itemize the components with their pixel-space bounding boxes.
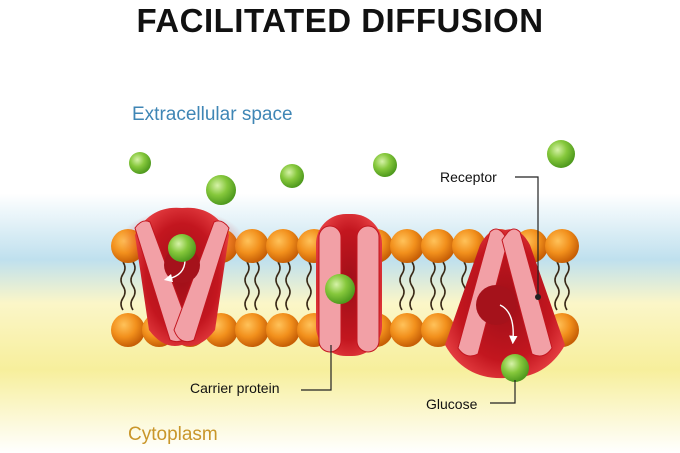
phospholipid-head-icon: [421, 229, 455, 263]
green-molecule-icon: [280, 164, 304, 188]
glucose-leader: [490, 380, 516, 404]
lipid-tail: [120, 261, 126, 311]
lipid-tail: [430, 261, 436, 311]
page-title: FACILITATED DIFFUSION: [136, 2, 544, 39]
phospholipid-head-icon: [266, 313, 300, 347]
channel-protein-right: [445, 228, 565, 379]
phospholipid-head-icon: [111, 313, 145, 347]
phospholipid-head-icon: [390, 313, 424, 347]
phospholipid-head-icon: [545, 229, 579, 263]
lipid-tail: [409, 261, 415, 311]
phospholipid-head-icon: [266, 229, 300, 263]
green-molecule-icon: [547, 140, 575, 168]
extracellular-label: Extracellular space: [132, 104, 293, 125]
phospholipid-head-icon: [390, 229, 424, 263]
lipid-tail: [306, 261, 312, 311]
green-molecule-icon: [373, 153, 397, 177]
green-molecule-icon: [325, 274, 355, 304]
lipid-tail: [564, 261, 570, 311]
green-molecule-icon: [168, 234, 196, 262]
lipid-tail: [285, 261, 291, 311]
carrier-leader: [301, 345, 332, 391]
carrier-protein-label: Carrier protein: [190, 380, 280, 396]
lipid-tail: [554, 261, 560, 311]
lipid-tail: [244, 261, 250, 311]
phospholipid-head-icon: [235, 313, 269, 347]
glucose-molecules: [129, 140, 575, 382]
lipid-tail: [254, 261, 260, 311]
receptor-leader: [515, 176, 539, 297]
receptor-label: Receptor: [440, 169, 497, 185]
lipid-tail: [440, 261, 446, 311]
green-molecule-icon: [129, 152, 151, 174]
callout-lines: [301, 176, 539, 404]
glucose-label: Glucose: [426, 396, 478, 412]
green-molecule-icon: [206, 175, 236, 205]
lipid-tail: [130, 261, 136, 311]
cytoplasm-label: Cytoplasm: [128, 424, 218, 445]
lipid-tail: [399, 261, 405, 311]
phospholipid-head-icon: [421, 313, 455, 347]
lipid-tail: [275, 261, 281, 311]
green-molecule-icon: [501, 354, 529, 382]
